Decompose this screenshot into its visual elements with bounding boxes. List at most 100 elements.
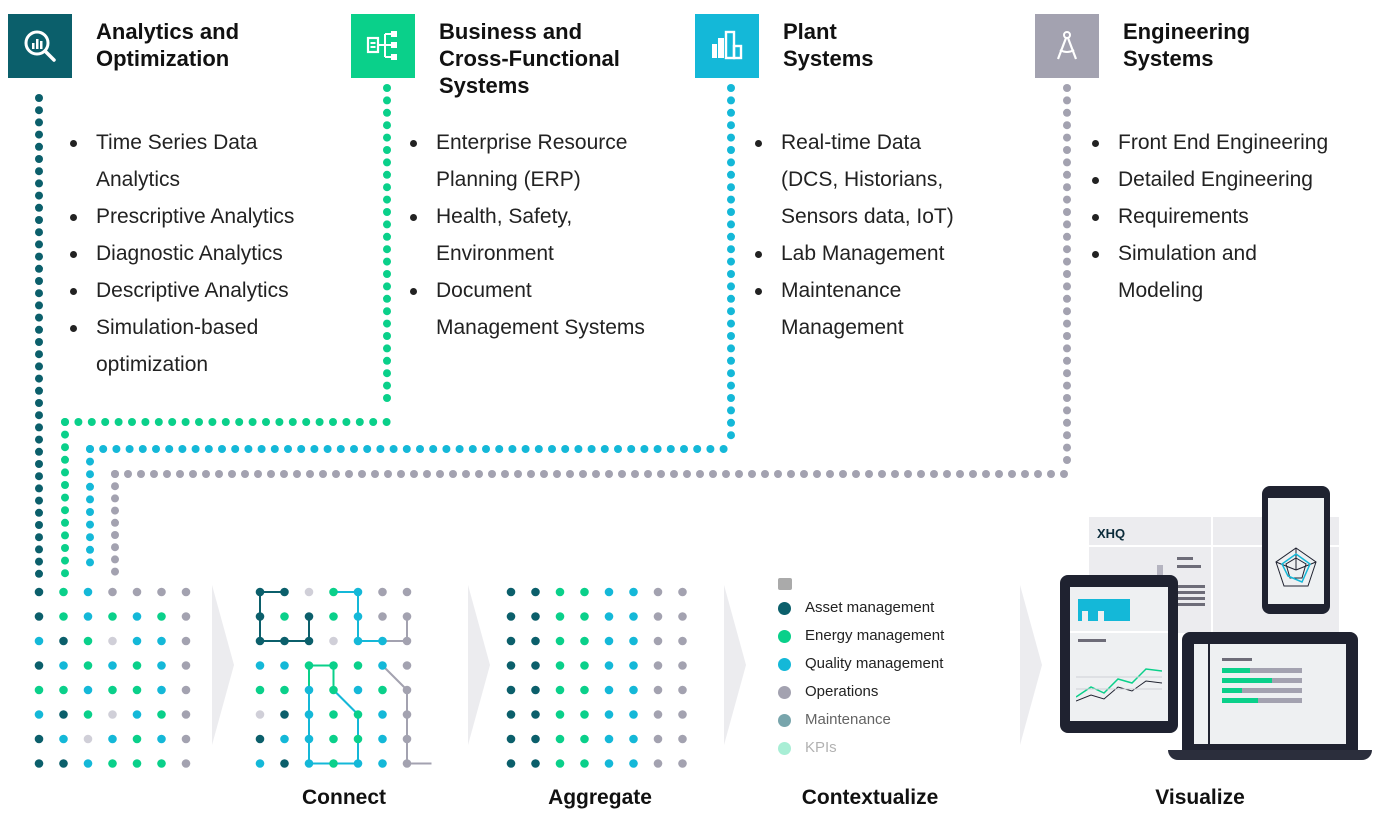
flow-dot [727,220,735,229]
list-item: Front End Engineering [1086,124,1328,161]
flow-dot [436,470,444,478]
flow-dot [727,208,735,216]
aggregate-dot [555,710,565,719]
aggregate-dot [629,612,638,621]
connect-dot [280,685,289,695]
raw-data-dot [157,685,166,695]
aggregate-dot [531,636,540,646]
dashboard-line [1177,591,1205,594]
aggregate-dot [580,685,589,695]
connect-dot [329,587,338,597]
aggregate-dot [506,587,516,597]
raw-data-dot [181,685,191,695]
flow-dot [35,338,43,346]
raw-data-dot [157,612,166,621]
flow-dot [995,470,1003,478]
progress-fill [1222,678,1272,683]
connect-dot [378,734,387,744]
flow-dot [383,84,391,92]
progress-bar [1222,688,1302,693]
flow-dot [488,470,496,478]
flow-dot [111,518,119,527]
flow-dot [644,470,652,478]
flow-dot [323,445,332,453]
flow-dot [670,470,678,478]
flow-dot [275,418,284,426]
aggregate-dot [555,734,565,744]
flow-dot [369,418,378,426]
aggregate-dot [653,710,663,719]
chart-gap [1082,611,1088,621]
connect-dot [280,636,289,646]
flow-dot [363,445,372,453]
flow-dot [727,84,735,92]
flow-dot [288,418,297,426]
flow-dot [35,557,43,566]
chart-bars [1078,599,1130,621]
legend-dot [778,601,791,615]
flow-dot [342,418,351,426]
flow-dot [248,418,257,426]
aggregate-dot [580,587,589,597]
progress-fill [1222,688,1242,693]
folder-icon [778,578,792,590]
dashboard-line [1177,603,1205,606]
legend-item: Quality management [778,650,944,678]
raw-data-dot [34,759,44,768]
flow-dot [215,470,223,478]
raw-data-dot [181,612,191,621]
flow-dot [1063,170,1071,179]
list-item: Document Management Systems [404,272,645,346]
aggregate-dot [580,636,589,646]
connect-dot [255,612,265,621]
flow-dot [1063,257,1071,266]
aggregate-dot [555,685,565,695]
flow-dot [191,445,200,453]
connect-dot [353,685,363,695]
aggregate-dot [678,685,687,695]
flow-dot [514,470,522,478]
progress-fill [1222,698,1258,703]
flow-dot [150,470,158,478]
flow-dot [640,445,649,453]
connect-dot [304,759,314,768]
aggregate-dot [653,685,663,695]
legend-dot [778,657,791,671]
flow-dot [389,445,398,453]
flow-dot [865,470,873,478]
flow-dot [774,470,782,478]
raw-data-dot [108,661,117,670]
flow-dot [310,445,319,453]
flow-dot [138,445,147,453]
aggregate-dot [580,759,589,768]
flow-dot [383,220,391,229]
flow-dot [383,282,391,291]
flow-dot [1063,356,1071,365]
connect-dot [402,612,412,621]
list-item: Requirements [1086,198,1328,235]
flow-dot [241,470,249,478]
raw-data-dot [83,685,93,695]
flow-dot [35,179,43,188]
flow-dot [468,445,477,453]
flow-dot [719,445,728,453]
connect-dot [378,636,387,646]
step-visualize-label: Visualize [1155,786,1245,809]
raw-data-dot [181,661,191,670]
flow-dot [35,155,43,163]
dashboard-line [1177,597,1205,600]
flow-dot [1063,183,1071,192]
flow-dot [917,470,925,478]
raw-data-dot [108,636,117,646]
flow-dot [748,470,756,478]
raw-data-dot [157,661,166,670]
progress-bar [1222,668,1302,673]
dashboard-line [1222,658,1252,661]
flow-dot [826,470,834,478]
aggregate-dot [604,612,614,621]
connect-dot [378,710,387,719]
aggregate-dot [629,685,638,695]
progress-bar [1222,698,1302,703]
flow-dot [383,96,391,105]
flow-dot [35,106,43,115]
